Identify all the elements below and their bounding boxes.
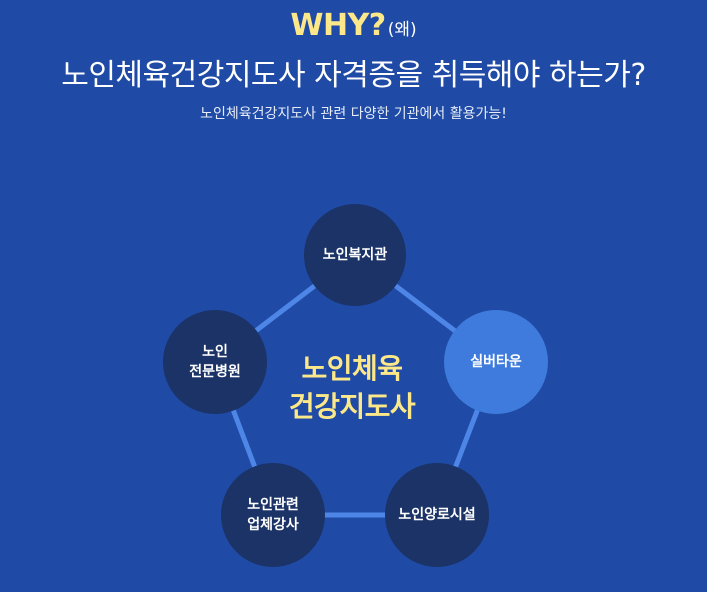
why-heading: WHY?(왜) [0,8,707,43]
node-label-line1: 노인 [202,344,228,360]
main-question: 노인체육건강지도사 자격증을 취득해야 하는가? [61,58,646,93]
node-senior-hospital: 노인 전문병원 [163,310,267,414]
center-label-line2: 건강지도사 [288,390,416,423]
node-label: 노인양로시설 [398,507,476,523]
why-subtitle: (왜) [387,20,417,40]
node-label-line2: 전문병원 [189,364,241,380]
why-title: WHY? [290,8,386,43]
node-label-line2: 업체강사 [247,517,299,533]
center-label: 노인체육 건강지도사 [262,350,442,426]
node-silver-town: 실버타운 [444,310,548,414]
node-instructor: 노인관련 업체강사 [221,463,325,567]
node-label-line1: 노인관련 [247,497,299,513]
node-nursing-facility: 노인양로시설 [385,463,489,567]
node-label: 실버타운 [470,354,522,370]
node-senior-welfare-center: 노인복지관 [304,204,406,306]
node-label: 노인복지관 [322,247,388,263]
subtitle: 노인체육건강지도사 관련 다양한 기관에서 활용가능! [200,106,507,122]
center-label-line1: 노인체육 [301,352,403,385]
